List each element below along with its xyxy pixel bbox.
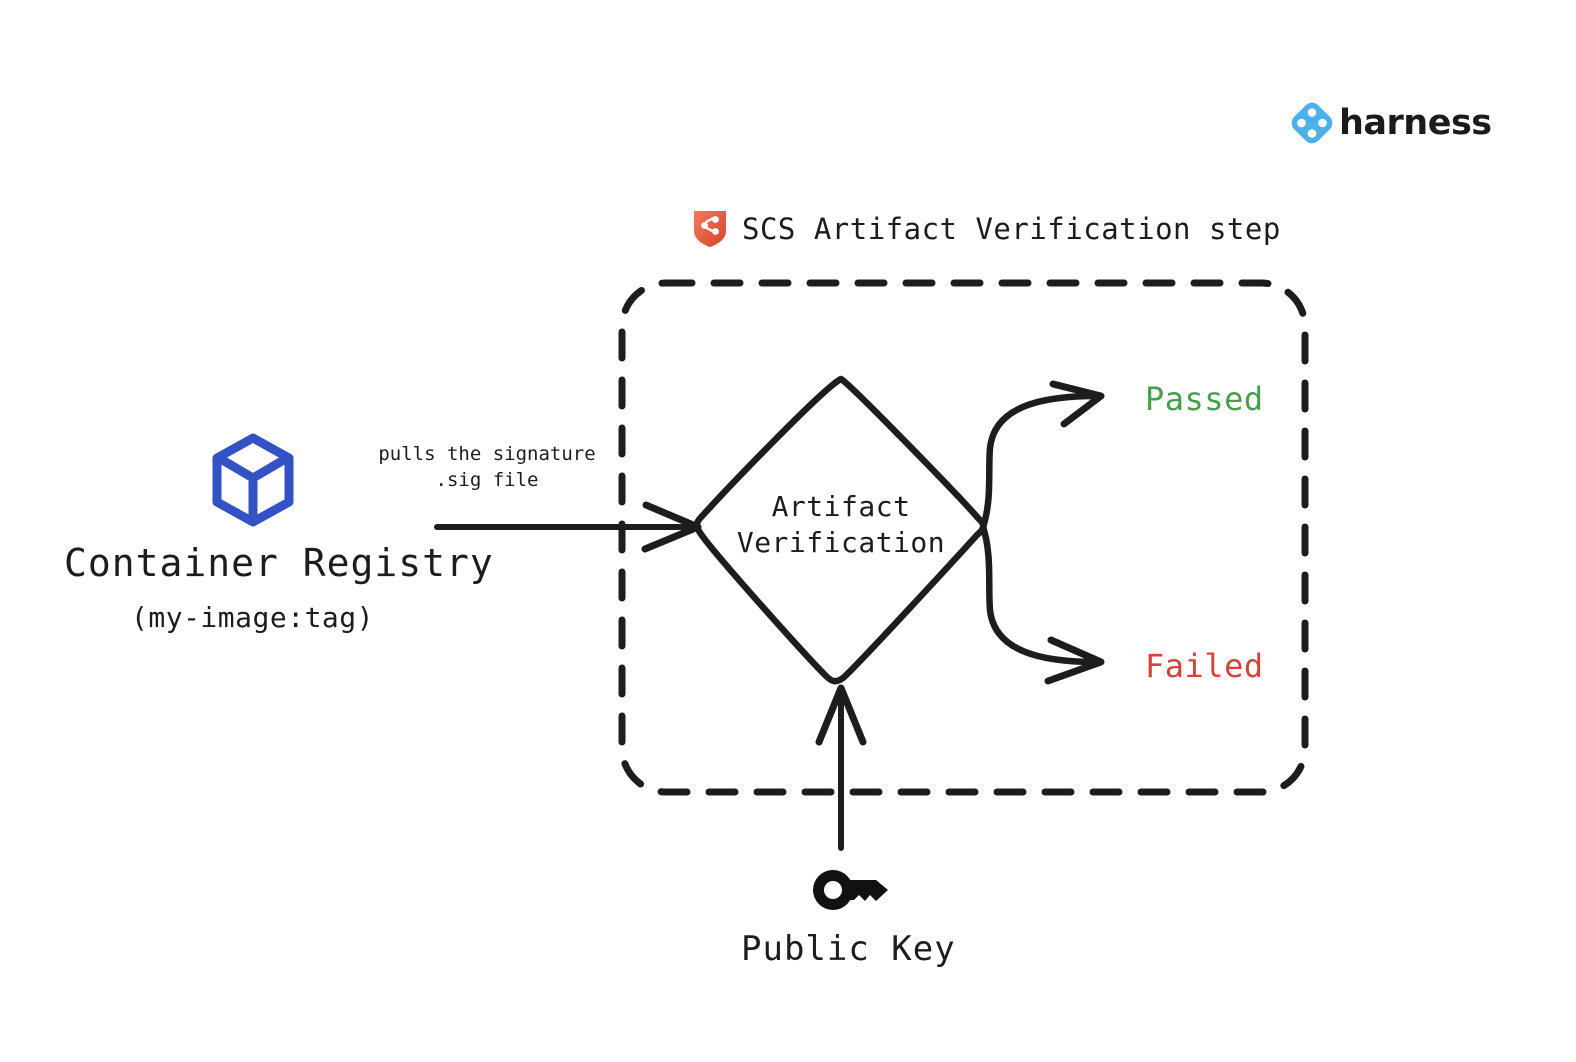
edge-passed-arrowhead	[1049, 380, 1105, 428]
harness-logo: harness	[1291, 102, 1492, 144]
edge-verification-to-failed	[979, 523, 1100, 666]
edge-registry-to-verification-arrowhead	[641, 501, 702, 553]
outcome-failed: Failed	[1145, 647, 1264, 685]
scs-step-boundary	[618, 279, 1309, 796]
key-icon	[813, 870, 888, 910]
container-cube-icon	[212, 433, 294, 527]
harness-diamond-logo-icon	[1291, 102, 1333, 144]
artifact-verification-label: Artifact Verification	[700, 489, 982, 561]
step-title-label: SCS Artifact Verification step	[742, 212, 1281, 246]
harness-wordmark: harness	[1339, 102, 1492, 143]
container-registry-title: Container Registry	[64, 541, 494, 585]
artifact-verification-diamond	[693, 375, 987, 685]
edge-verification-to-passed	[979, 392, 1100, 531]
edge-publickey-arrowhead	[815, 684, 867, 746]
artifact-verification-line-2: Verification	[736, 526, 946, 559]
edge-label-line-1: pulls the signature	[378, 443, 596, 465]
edge-label-line-2: .sig file	[435, 469, 539, 491]
edge-failed-arrowhead	[1044, 636, 1105, 685]
outcome-passed: Passed	[1145, 380, 1264, 418]
public-key-label: Public Key	[741, 929, 956, 969]
edge-label-pull-signature: pulls the signature .sig file	[376, 441, 598, 493]
scs-shield-icon	[694, 211, 726, 247]
container-registry-subtitle: (my-image:tag)	[131, 601, 375, 634]
artifact-verification-line-1: Artifact	[771, 490, 911, 523]
step-title-group: SCS Artifact Verification step	[692, 209, 1281, 249]
